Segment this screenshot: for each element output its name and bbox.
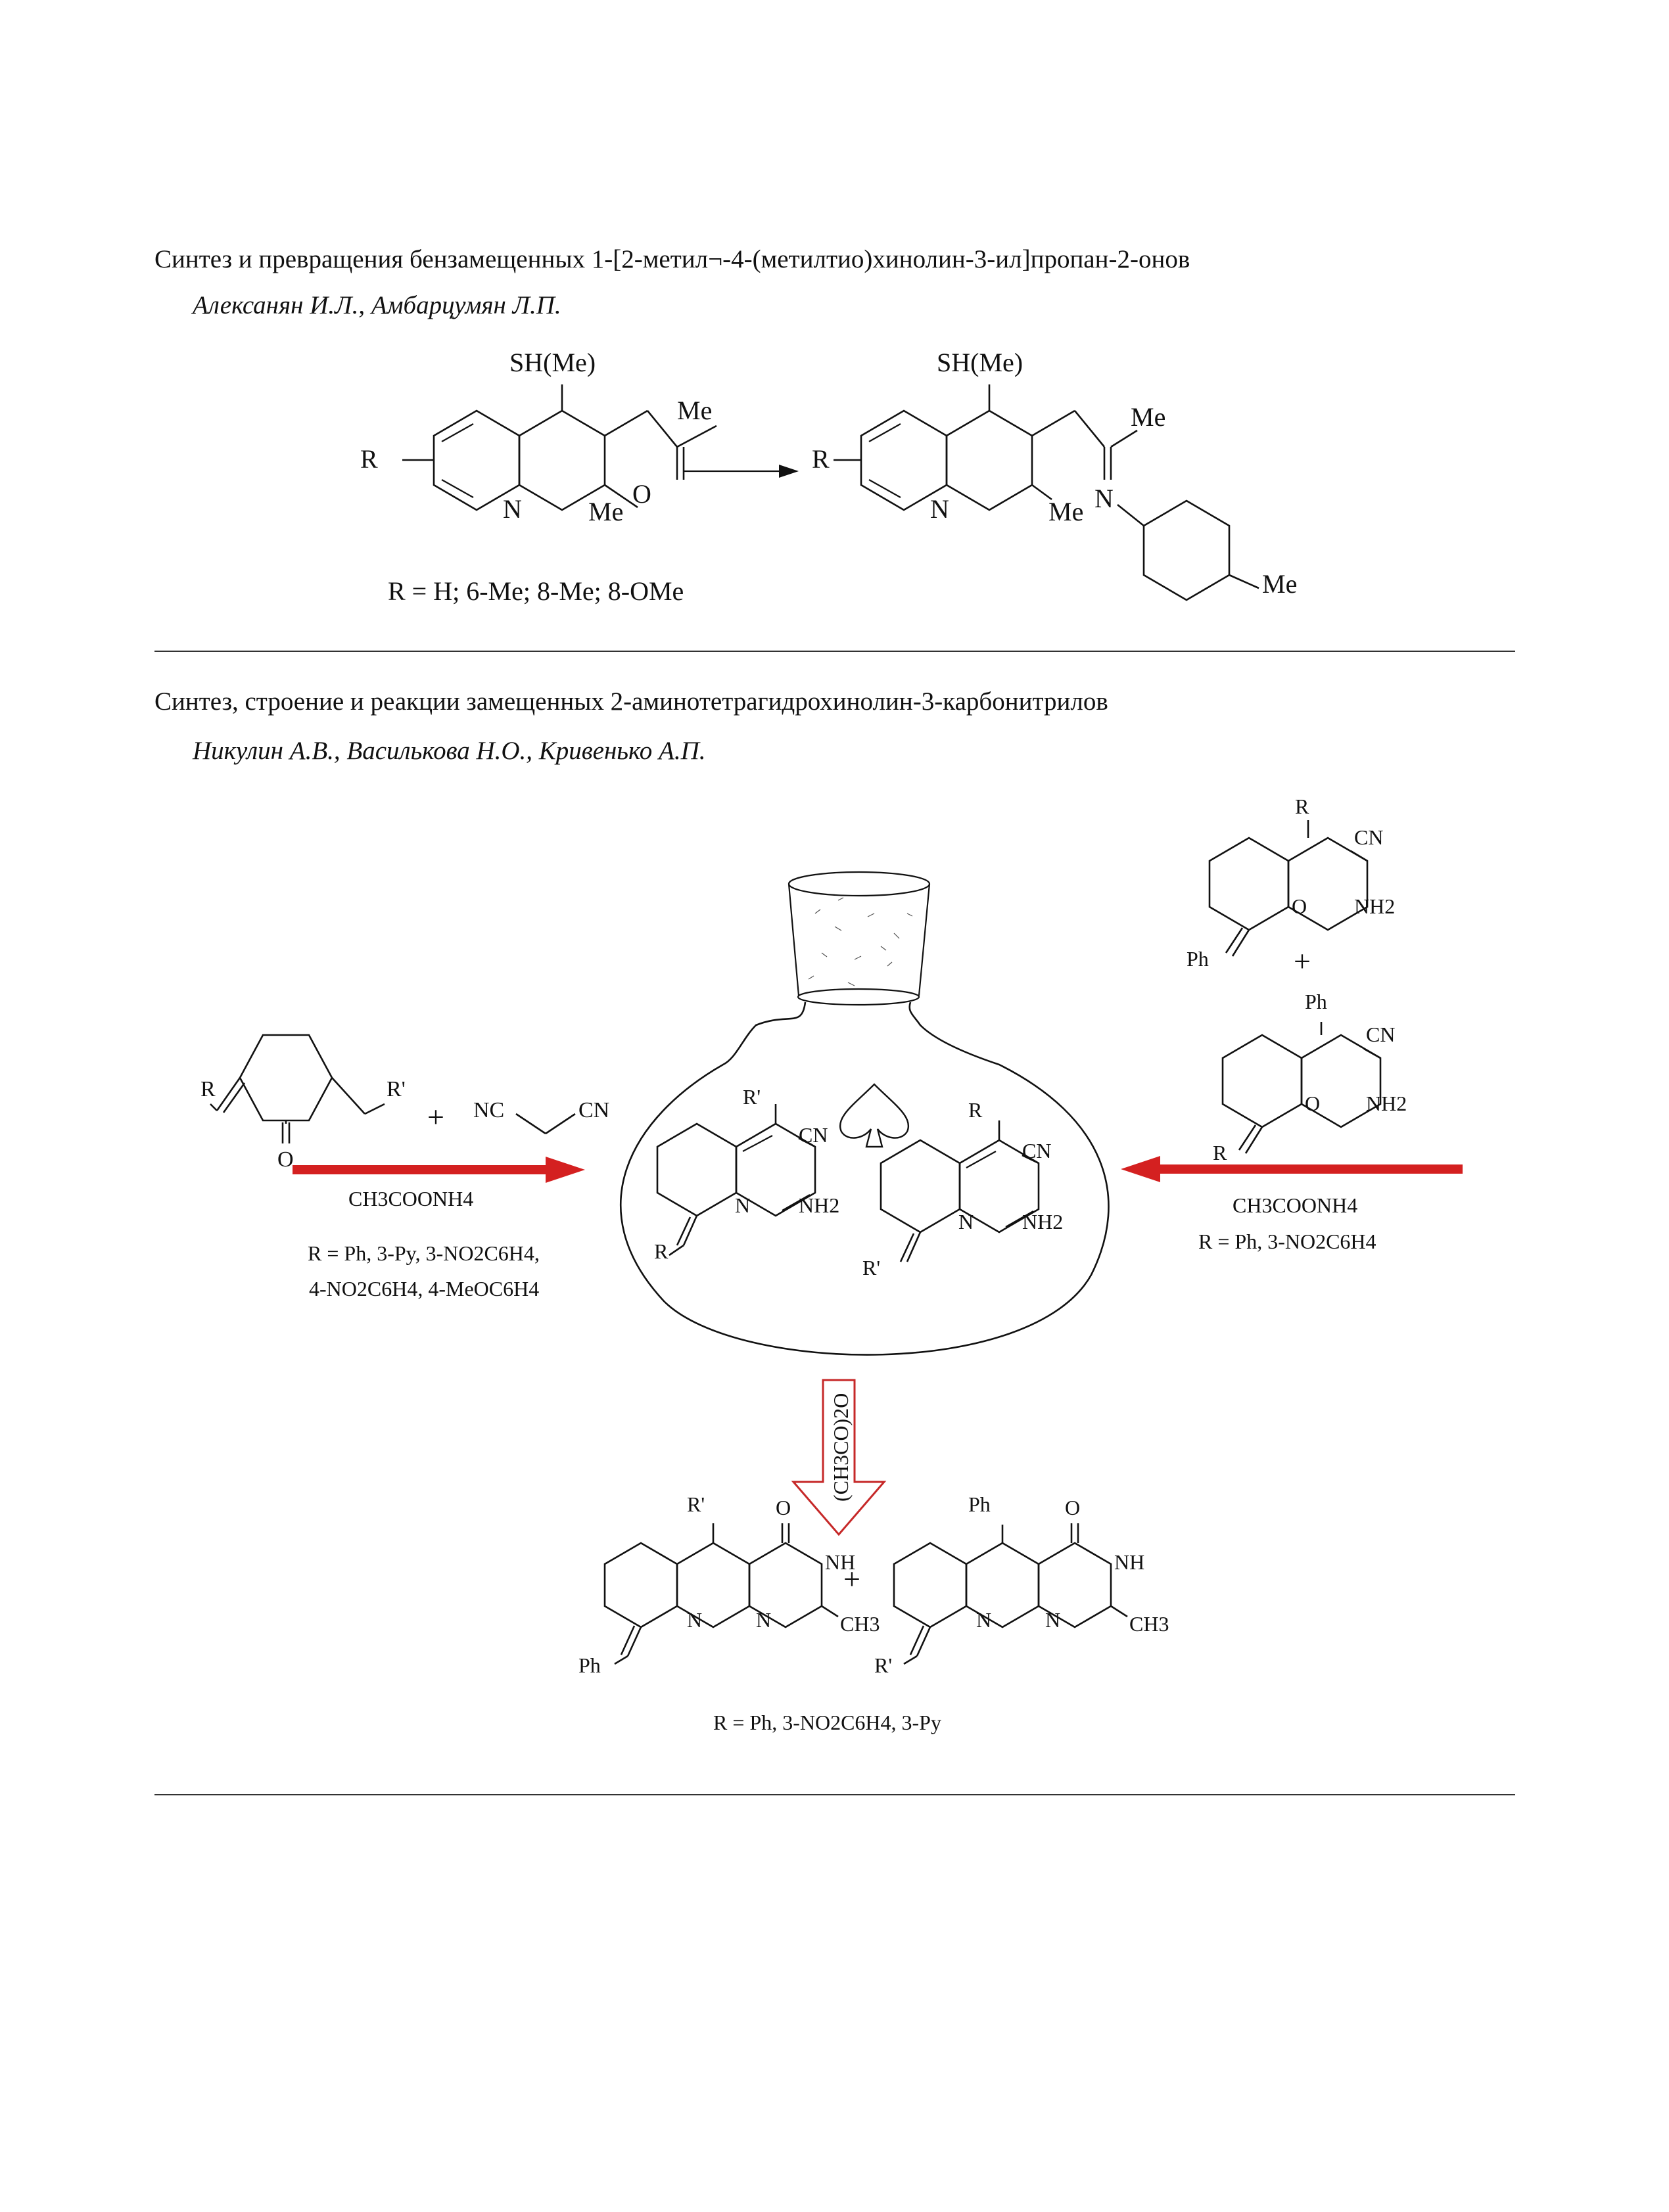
- ch3-label: CH3: [840, 1612, 880, 1636]
- n-label: N: [1045, 1608, 1060, 1632]
- me-label: Me: [1131, 402, 1165, 432]
- me-label: Me: [1262, 569, 1297, 599]
- n-label: N: [756, 1608, 771, 1632]
- n-label: N: [735, 1193, 750, 1217]
- o-label: O: [1292, 894, 1307, 918]
- outline-arrow-down: (CH3CO)2O: [791, 1379, 887, 1536]
- me-label: Me: [1048, 497, 1083, 526]
- product-quinoline: SH(Me) Me N Me N Me R: [812, 348, 1297, 601]
- r-prime-label: R': [687, 1492, 705, 1516]
- article1-scheme: SH(Me) Me O N Me R: [360, 348, 1297, 606]
- red-arrow-left: [1121, 1156, 1463, 1182]
- plus-sign: +: [1294, 944, 1311, 978]
- article1-authors: Алексанян И.Л., Амбарцумян Л.П.: [193, 291, 561, 319]
- me-label: Me: [677, 396, 712, 425]
- o-label: O: [1065, 1496, 1080, 1519]
- cn-label: CN: [799, 1123, 828, 1147]
- cn-label: CN: [1022, 1139, 1051, 1163]
- r-substituents: R = H; 6-Me; 8-Me; 8-OMe: [388, 576, 684, 606]
- r-label: R: [968, 1098, 983, 1122]
- reagent-down: (CH3CO)2O: [829, 1393, 853, 1502]
- r-values-right: R = Ph, 3-NO2C6H4: [1198, 1230, 1376, 1253]
- plus-sign: +: [843, 1562, 860, 1596]
- n-label: N: [976, 1608, 991, 1632]
- section-divider: [154, 651, 1515, 652]
- o-label: O: [1305, 1092, 1320, 1115]
- reagent-right: CH3COONH4: [1233, 1193, 1357, 1217]
- n-label: N: [503, 494, 522, 524]
- nh2-label: NH2: [1022, 1210, 1063, 1233]
- r-label: R: [1213, 1141, 1227, 1164]
- spade-icon: [839, 1083, 909, 1148]
- ph-label: Ph: [578, 1653, 601, 1677]
- n-label: N: [1094, 484, 1114, 513]
- r-values-bottom: R = Ph, 3-NO2C6H4, 3-Py: [713, 1711, 941, 1734]
- n-label: N: [958, 1210, 974, 1233]
- right-reactant-top: R CN O NH2 Ph +: [1187, 795, 1395, 978]
- r-prime-label: R': [874, 1653, 892, 1677]
- section-divider: [154, 1794, 1515, 1795]
- r-label: R: [654, 1239, 669, 1263]
- r-prime-label: R': [743, 1085, 761, 1109]
- ph-label: Ph: [968, 1492, 991, 1516]
- o-label: O: [277, 1147, 294, 1172]
- article2-authors: Никулин А.В., Василькова Н.О., Кривенько…: [193, 737, 706, 765]
- article2-title: Синтез, строение и реакции замещенных 2-…: [154, 687, 1108, 716]
- reaction-arrow: [684, 465, 799, 478]
- right-reactant-bottom: Ph CN O NH2 R: [1213, 990, 1407, 1164]
- o-label: O: [632, 479, 651, 509]
- r-label: R: [1295, 795, 1309, 818]
- r-values-left-1: R = Ph, 3-Py, 3-NO2C6H4,: [308, 1241, 540, 1265]
- cn-label: CN: [578, 1098, 609, 1122]
- article1-title: Синтез и превращения бензамещенных 1-[2-…: [154, 245, 1190, 273]
- sh-label: SH(Me): [937, 348, 1023, 377]
- cn-label: CN: [1366, 1023, 1395, 1046]
- r-prime-label: R': [862, 1256, 880, 1279]
- flask-product-left: R' CN N NH2 R: [654, 1085, 839, 1263]
- ph-label: Ph: [1187, 947, 1209, 971]
- nh2-label: NH2: [1366, 1092, 1407, 1115]
- nh2-label: NH2: [1354, 894, 1395, 918]
- flask-icon: [619, 871, 1110, 1356]
- o-label: O: [776, 1496, 791, 1519]
- r-values-left-2: 4-NO2C6H4, 4-MeOC6H4: [309, 1277, 539, 1301]
- sh-label: SH(Me): [509, 348, 596, 377]
- reagent-left: CH3COONH4: [348, 1187, 473, 1210]
- reactant-quinoline: SH(Me) Me O N Me R: [360, 348, 717, 526]
- bottom-product-left: R' O NH N N CH3 Ph: [578, 1492, 880, 1677]
- n-label: N: [930, 494, 949, 524]
- n-label: N: [687, 1608, 702, 1632]
- nh-label: NH: [825, 1550, 855, 1574]
- me-label: Me: [588, 497, 623, 526]
- r-label: R: [812, 444, 830, 474]
- r-label: R: [360, 444, 378, 474]
- r-prime-label: R': [387, 1077, 406, 1101]
- ph-label: Ph: [1305, 990, 1327, 1013]
- flask-product-right: R CN N NH2 R': [862, 1098, 1063, 1279]
- bottom-product-right: Ph O NH N N CH3 R': [874, 1492, 1169, 1677]
- nh2-label: NH2: [799, 1193, 839, 1217]
- ch3-label: CH3: [1129, 1612, 1169, 1636]
- plus-sign: +: [427, 1100, 444, 1134]
- cn-label: CN: [1354, 825, 1383, 849]
- red-arrow-right: [293, 1157, 585, 1183]
- nh-label: NH: [1114, 1550, 1144, 1574]
- left-reactant: R R' O + NC CN: [200, 1034, 609, 1172]
- nc-label: NC: [473, 1098, 504, 1122]
- r-label: R: [200, 1077, 216, 1101]
